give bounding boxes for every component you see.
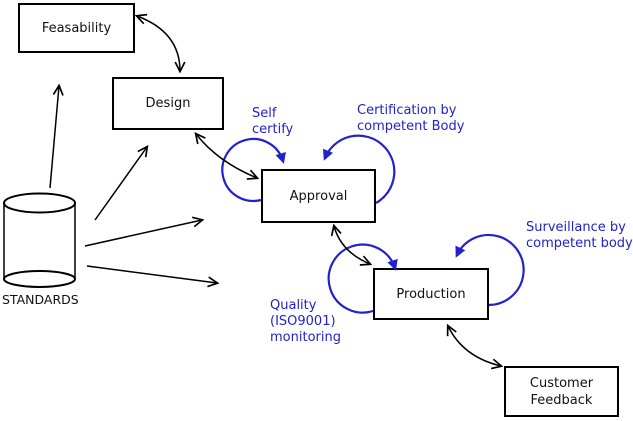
annotation-self-certify-line2: certify: [252, 122, 294, 137]
edge-standards-feasability: [49, 86, 59, 189]
annotation-quality-line1: Quality: [270, 298, 317, 313]
node-customer-feedback-line2: Feedback: [530, 392, 593, 408]
node-production: Production: [373, 268, 489, 320]
node-design: Design: [112, 77, 224, 130]
node-approval: Approval: [261, 169, 376, 223]
node-production-label: Production: [396, 286, 466, 302]
annotation-surveillance: Surveillance by competent body: [526, 220, 633, 252]
annotation-quality-line3: monitoring: [270, 330, 341, 345]
node-approval-label: Approval: [289, 188, 348, 204]
edge-standards-production: [86, 265, 217, 283]
annotation-surveillance-line1: Surveillance by: [526, 220, 626, 235]
edge-approval-production: [334, 226, 370, 264]
edge-standards-approval: [84, 220, 202, 247]
annotation-quality-monitoring: Quality (ISO9001) monitoring: [270, 298, 341, 346]
annotation-certification: Certification by competent Body: [357, 103, 464, 135]
node-feasability: Feasability: [18, 3, 135, 53]
annotation-surveillance-line2: competent body: [526, 236, 633, 251]
annotation-certification-line2: competent Body: [357, 119, 465, 134]
node-customer-feedback: Customer Feedback: [504, 366, 619, 417]
node-feasability-label: Feasability: [41, 20, 112, 36]
edge-design-approval: [196, 134, 257, 178]
annotation-self-certify: Self certify: [252, 106, 293, 138]
node-customer-feedback-line1: Customer: [529, 375, 594, 391]
edge-standards-design: [94, 147, 147, 221]
standards-cylinder-shape: [3, 192, 76, 288]
annotation-self-certify-line1: Self: [252, 106, 277, 121]
node-standards-label: STANDARDS: [2, 292, 79, 307]
annotation-quality-line2: (ISO9001): [270, 314, 336, 329]
edge-production-customer-feedback: [448, 326, 501, 366]
node-design-label: Design: [145, 96, 191, 111]
annotation-certification-line1: Certification by: [357, 103, 457, 118]
edge-feasability-design: [137, 16, 180, 71]
